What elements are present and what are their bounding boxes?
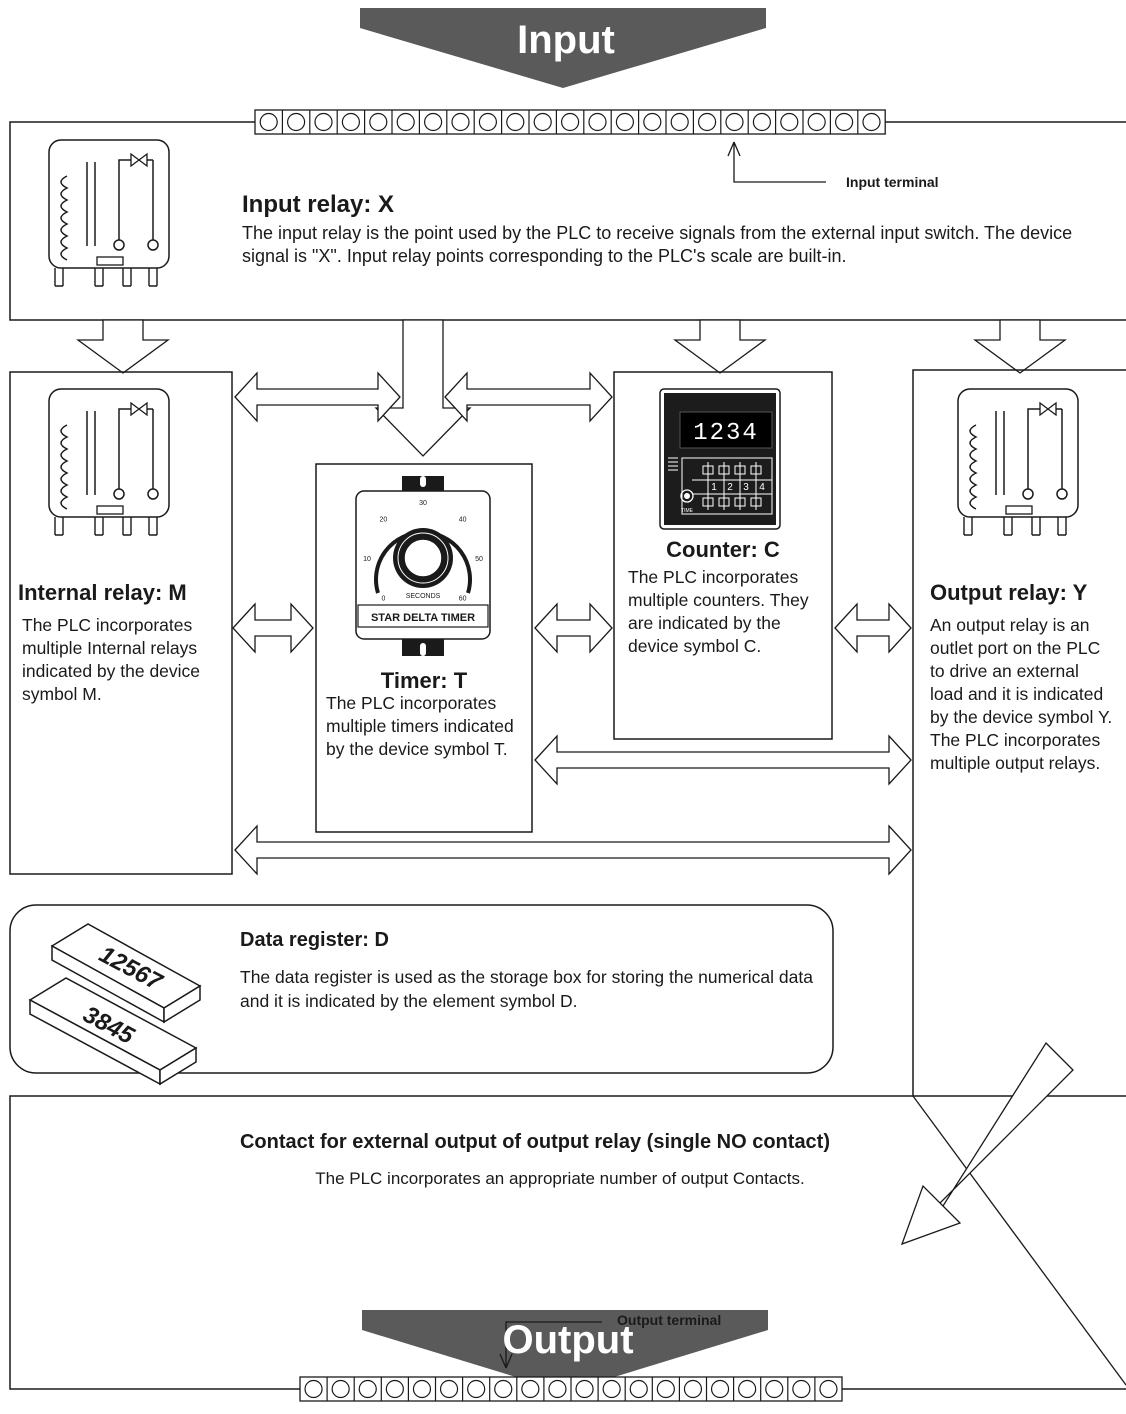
arrow-timer-output bbox=[534, 734, 912, 786]
arrow-internal-timer bbox=[232, 602, 314, 654]
arrow-to-timer bbox=[374, 319, 472, 457]
input-terminal-strip bbox=[254, 109, 886, 135]
timer-device-label: STAR DELTA TIMER bbox=[371, 612, 475, 624]
timer-dial-tick: 40 bbox=[459, 516, 467, 523]
output-terminal-label: Output terminal bbox=[617, 1312, 722, 1328]
counter-digit-wheel: 1 bbox=[711, 482, 717, 493]
internal-relay-title: Internal relay: M bbox=[18, 580, 187, 605]
internal-relay-description: The PLC incorporates multiple Internal r… bbox=[22, 615, 201, 704]
data-register-box bbox=[9, 904, 834, 1074]
output-frame-diagonal bbox=[912, 1095, 1126, 1386]
input-banner-arrow bbox=[360, 8, 766, 88]
diagonal-arrow-to-output bbox=[900, 1041, 1074, 1246]
counter-digit-wheel: 3 bbox=[743, 482, 749, 493]
double-arrows bbox=[232, 371, 912, 876]
arrow-to-internal-relay bbox=[77, 319, 169, 374]
output-terminal-strip bbox=[299, 1376, 843, 1402]
output-relay-title: Output relay: Y bbox=[930, 580, 1088, 605]
star-delta-timer-icon: SECONDS STAR DELTA TIMER 0 10 20 30 40 50 60 bbox=[355, 476, 491, 656]
timer-dial-tick: 50 bbox=[475, 556, 483, 563]
counter-display: 1234 bbox=[693, 420, 759, 447]
input-relay-description: The input relay is the point used by the… bbox=[242, 223, 1073, 266]
arrow-internal-to-timer-top bbox=[234, 371, 401, 423]
input-relay-title: Input relay: X bbox=[242, 191, 395, 218]
internal-relay-icon bbox=[48, 388, 170, 536]
input-banner-label: Input bbox=[517, 18, 615, 62]
internal-relay-box bbox=[9, 371, 233, 875]
timer-dial-tick: 10 bbox=[363, 556, 371, 563]
input-relay-frame bbox=[9, 121, 1126, 321]
timer-dial-tick: 60 bbox=[459, 596, 467, 603]
counter-box bbox=[613, 371, 833, 740]
output-banner-label: Output bbox=[502, 1318, 634, 1362]
timer-box bbox=[315, 463, 533, 833]
timer-dial-tick: 30 bbox=[419, 500, 427, 507]
timer-description: The PLC incorporates multiple timers ind… bbox=[326, 693, 514, 759]
arrow-timer-to-counter-top bbox=[444, 371, 613, 423]
arrow-to-output-relay bbox=[974, 319, 1066, 374]
timer-dial-tick: 20 bbox=[380, 516, 388, 523]
data-register-blocks-icon: 3845 12567 bbox=[28, 923, 202, 1086]
output-terminal-pointer bbox=[499, 1321, 602, 1369]
arrow-timer-counter bbox=[534, 602, 613, 654]
arrow-internal-output bbox=[234, 824, 912, 876]
input-terminal-pointer bbox=[727, 141, 826, 183]
output-relay-icon bbox=[957, 388, 1079, 536]
output-contact-title: Contact for external output of output re… bbox=[239, 1131, 831, 1153]
counter-digit-wheel: 4 bbox=[759, 482, 765, 493]
input-relay-icon bbox=[48, 139, 170, 287]
arrow-to-counter bbox=[674, 319, 766, 374]
timer-title: Timer: T bbox=[380, 668, 468, 693]
timer-dial-unit: SECONDS bbox=[406, 593, 441, 600]
counter-digit-wheel: 2 bbox=[727, 482, 733, 493]
timer-dial-tick: 0 bbox=[381, 596, 385, 603]
input-terminal-label: Input terminal bbox=[846, 174, 939, 190]
counter-title: Counter: C bbox=[666, 537, 780, 562]
output-contact-frame bbox=[9, 1095, 1126, 1390]
counter-button-label: TIME bbox=[681, 508, 694, 514]
data-register-description: The data register is used as the storage… bbox=[240, 967, 813, 1011]
arrow-counter-output bbox=[834, 602, 912, 654]
output-banner-arrow bbox=[362, 1310, 768, 1392]
data-register-title: Data register: D bbox=[240, 929, 389, 951]
output-relay-description: An output relay is an outlet port on the… bbox=[930, 615, 1113, 773]
output-contact-description: The PLC incorporates an appropriate numb… bbox=[315, 1169, 805, 1188]
counter-description: The PLC incorporates multiple counters. … bbox=[628, 567, 809, 656]
